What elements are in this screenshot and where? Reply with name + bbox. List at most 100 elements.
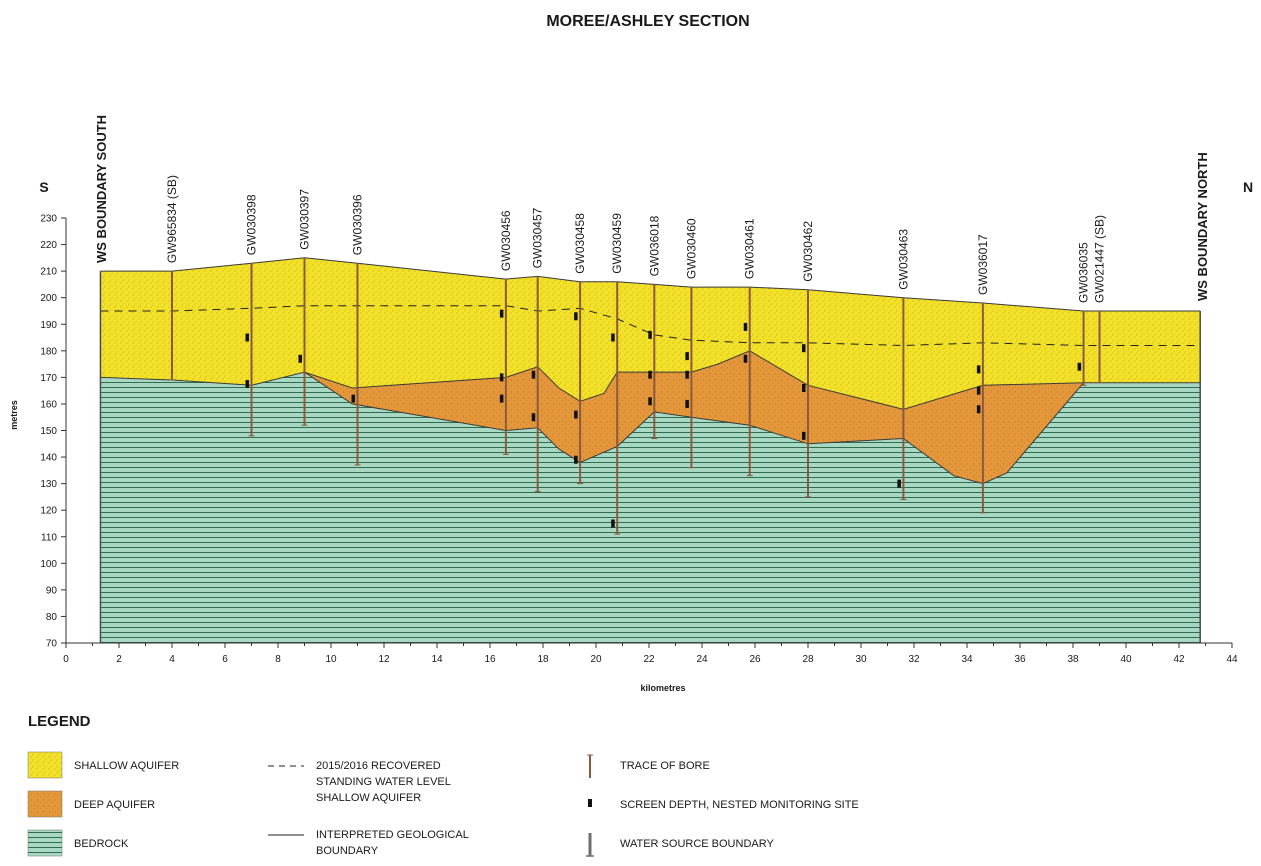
x-tick-label: 32 [908,654,920,665]
x-tick-label: 40 [1120,654,1132,665]
bore-gw030462-screen-2 [802,431,806,440]
bore-gw030398-label: GW030398 [245,194,259,255]
section-layers [100,257,1201,643]
bore-gw036017-screen-1 [976,386,981,395]
y-axis-title: metres [9,400,19,430]
bore-gw030456-screen-2 [499,394,504,403]
bore-gw030462-screen-0 [802,344,806,353]
direction-north-label: N [1243,179,1253,195]
x-tick-label: 34 [961,654,973,665]
x-tick-label: 18 [537,654,549,665]
y-tick-label: 140 [40,453,57,464]
bore-gw036018-label: GW036018 [647,215,661,276]
y-tick-label: 190 [40,320,57,331]
legend-label-shallow: SHALLOW AQUIFER [74,760,179,772]
bore-gw036017-label: GW036017 [976,234,990,295]
legend-label-water-3: SHALLOW AQUIFER [316,792,421,804]
legend-heading: LEGEND [28,713,91,730]
legend-swatch-bedrock [27,829,63,857]
geological-boundary-lower [304,371,1084,485]
x-tick-label: 26 [749,654,761,665]
bore-gw030460-label: GW030460 [684,218,698,279]
y-tick-label: 130 [40,479,57,490]
y-tick-label: 160 [40,399,57,410]
bore-gw036035-screen-0 [1077,362,1082,371]
bore-gw036035-label: GW036035 [1077,242,1091,303]
bore-gw030396-label: GW030396 [351,194,365,255]
bore-gw030456-screen-0 [499,309,504,318]
legend-label-boundary: WATER SOURCE BOUNDARY [620,838,774,850]
bore-gw030463-label: GW030463 [896,229,910,290]
bore-gw030459-screen-0 [611,333,615,342]
y-tick-label: 170 [40,373,57,384]
legend-label-geo-2: BOUNDARY [316,845,379,857]
y-tick-label: 120 [40,506,57,517]
bore-gw030396-screen-0 [351,394,355,403]
legend-screen-icon [588,799,592,807]
bore-gw030463-screen-0 [897,479,901,488]
legend-label-screen: SCREEN DEPTH, NESTED MONITORING SITE [620,799,859,811]
y-tick-label: 200 [40,293,57,304]
y-tick-label: 220 [40,240,57,251]
y-tick-label: 70 [46,639,58,650]
x-tick-label: 20 [590,654,602,665]
legend-label-bore: TRACE OF BORE [620,760,710,772]
legend-swatch-shallow [27,751,63,779]
bore-gw030457-screen-0 [531,370,536,379]
bore-gw030457-label: GW030457 [531,207,545,268]
y-tick-label: 180 [40,346,57,357]
bore-gw030459-screen-1 [611,519,615,528]
x-tick-label: 12 [378,654,390,665]
bore-gw030397-screen-0 [298,354,302,363]
legend-label-water-2: STANDING WATER LEVEL [316,776,451,788]
bore-gw030458-screen-0 [574,312,578,321]
y-tick-label: 150 [40,426,57,437]
x-tick-label: 24 [696,654,708,665]
x-tick-label: 30 [855,654,867,665]
y-tick-label: 110 [41,532,57,543]
x-tick-label: 4 [169,654,175,665]
y-tick-label: 210 [40,267,57,278]
bore-gw030398-screen-1 [245,380,249,389]
legend-label-bedrock: BEDROCK [74,838,129,850]
y-tick-label: 100 [40,559,57,570]
legend-label-deep: DEEP AQUIFER [74,799,155,811]
bore-gw030461-label: GW030461 [743,218,757,279]
bore-gw030460-screen-0 [685,352,689,361]
bore-gw036018-screen-0 [648,330,652,339]
x-tick-label: 14 [431,654,443,665]
boundary-north-label: WS BOUNDARY NORTH [1195,152,1210,301]
bore-gw030461-screen-0 [743,322,748,331]
legend-swatch-deep [27,790,63,818]
x-axis-title: kilometres [640,683,685,693]
legend: LEGEND SHALLOW AQUIFER DEEP AQUIFER BEDR… [27,713,859,857]
x-tick-label: 2 [116,654,122,665]
bore-gw030458-screen-1 [574,410,578,419]
legend-label-water-1: 2015/2016 RECOVERED [316,760,441,772]
bore-gw030457-screen-1 [531,413,536,422]
bore-gw030456-label: GW030456 [499,210,513,271]
bore-gw021447sb-label: GW021447 (SB) [1093,215,1107,303]
direction-south-label: S [39,179,48,195]
geological-boundary-upper [100,350,1201,410]
y-tick-label: 80 [46,612,58,623]
bore-gw030459-label: GW030459 [610,213,624,274]
x-tick-label: 0 [63,654,69,665]
x-tick-label: 22 [643,654,655,665]
x-tick-label: 8 [275,654,281,665]
x-tick-label: 6 [222,654,228,665]
x-tick-label: 42 [1173,654,1185,665]
bore-gw965834sb-label: GW965834 (SB) [165,175,179,263]
bore-gw036017-screen-0 [976,365,981,374]
bore-gw036018-screen-2 [648,397,652,406]
bore-gw030460-screen-1 [685,370,689,379]
bore-gw036017-screen-2 [976,405,981,414]
bore-gw036018-screen-1 [648,370,652,379]
bore-gw030461-screen-1 [743,354,748,363]
y-tick-label: 230 [40,214,57,225]
x-tick-label: 44 [1226,654,1238,665]
x-tick-label: 38 [1067,654,1079,665]
